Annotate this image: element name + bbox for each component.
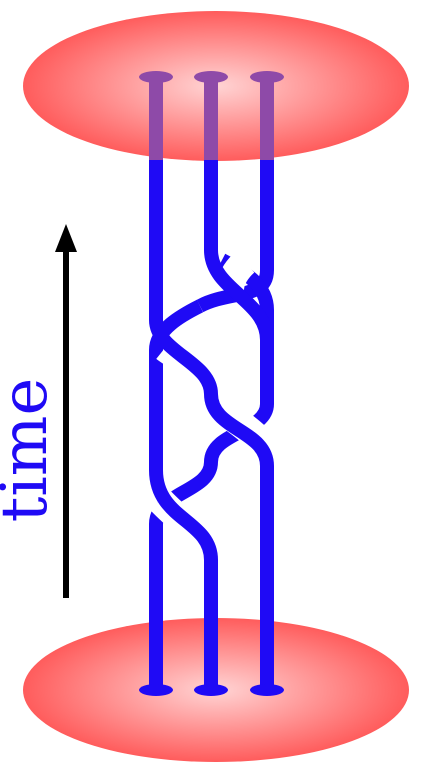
- time-label: time: [0, 378, 62, 523]
- crossing-2-over: [204, 393, 274, 467]
- braid-strands: [149, 78, 281, 690]
- crossing-4-over: [204, 249, 274, 341]
- crossing-4-under: [196, 210, 274, 313]
- bottom-endpoint-right: [250, 684, 284, 696]
- crossing-3-over: [149, 319, 218, 395]
- top-endpoint-middle: [194, 71, 228, 83]
- top-endpoint-right: [250, 71, 284, 83]
- top-endpoint-left: [139, 71, 173, 83]
- crossing-1-over: [149, 469, 218, 640]
- bottom-endpoint-middle: [194, 684, 228, 696]
- bottom-endpoint-left: [139, 684, 173, 696]
- crossing-3-under: [149, 299, 204, 470]
- time-arrow-head: [55, 224, 77, 252]
